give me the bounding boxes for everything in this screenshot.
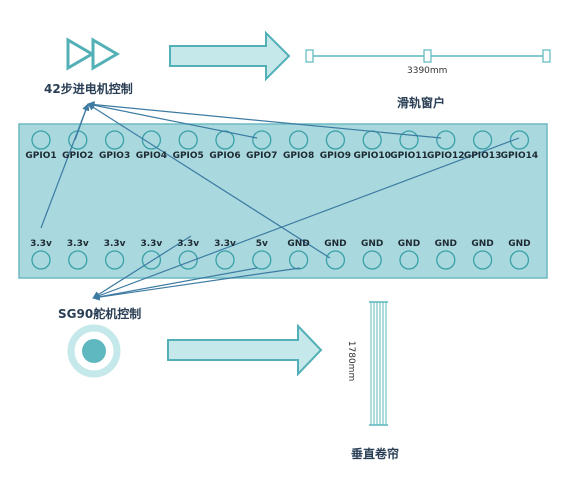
top-pin (141, 130, 162, 150)
top-pin-label: GPIO2 (62, 151, 94, 161)
window-direction-arrow (169, 30, 291, 82)
window-length-label: 3390mm (407, 66, 448, 76)
top-pin (436, 130, 456, 150)
wire-line (74, 103, 90, 141)
bottom-pin-label: 3.3v (66, 239, 89, 249)
window-rail-label: 滑轨窗户 (397, 96, 446, 110)
top-pin-label: GPIO1 (25, 151, 57, 161)
bottom-pin-label: 3.3v (103, 239, 126, 249)
top-pin-label: GPIO7 (246, 151, 278, 161)
servo-label: SG90舵机控制 (58, 307, 142, 321)
top-pin-label: GPIO14 (500, 151, 539, 161)
wire-line (92, 267, 258, 301)
bottom-pin (215, 250, 235, 270)
wires (40, 101, 520, 301)
bottom-pin (362, 250, 382, 270)
servo-ring-icon (67, 324, 121, 378)
top-pin-label: GPIO9 (319, 151, 352, 161)
top-pin (399, 130, 419, 150)
top-pin (215, 130, 235, 150)
bottom-pin-label: GND (397, 239, 421, 249)
top-pin-label: GPIO4 (135, 151, 168, 161)
top-pin-row (31, 130, 530, 150)
bottom-pin-label: GND (508, 239, 531, 249)
bottom-pin (436, 250, 456, 270)
top-pin-label: GPIO8 (282, 151, 315, 161)
bottom-pin (509, 250, 530, 270)
blind-length-label: 1780mm (346, 340, 357, 382)
blind-label: 垂直卷帘 (351, 447, 400, 461)
top-pin (104, 130, 125, 150)
top-pin (325, 130, 346, 150)
window-rail (305, 49, 551, 63)
bottom-pin-label: GND (287, 239, 310, 249)
top-pin (288, 130, 309, 150)
wire-line (92, 235, 192, 299)
bottom-pin (141, 250, 162, 270)
blind-direction-arrow (167, 323, 323, 377)
bottom-pin (252, 250, 272, 270)
wire-line (87, 101, 258, 139)
wire-line (92, 267, 301, 301)
top-pin (362, 130, 382, 150)
bottom-pin-label: 3.3v (140, 239, 163, 249)
top-pin (509, 130, 530, 150)
top-pin-label: GPIO11 (390, 151, 428, 161)
top-pin-label: GPIO13 (463, 151, 502, 161)
bottom-pin (399, 250, 419, 270)
bottom-pin-label: GND (361, 239, 384, 249)
bottom-pin (288, 250, 309, 270)
top-pin (178, 130, 198, 150)
top-pin (472, 130, 493, 150)
bottom-pin-label: 3.3v (30, 239, 52, 249)
bottom-pin-label: GND (471, 239, 494, 249)
top-pin-label: GPIO3 (98, 151, 131, 161)
gpio-board (18, 123, 548, 279)
bottom-pin (31, 250, 51, 270)
bottom-pin-label: 3.3v (177, 239, 200, 249)
bottom-pin (325, 250, 346, 270)
bottom-pin (472, 250, 493, 270)
bottom-pin-label: 3.3v (214, 239, 236, 249)
bottom-pin-row (31, 250, 530, 270)
bottom-pin-label: GND (324, 239, 347, 249)
stepper-label: 42步进电机控制 (44, 82, 133, 96)
bottom-pin (68, 250, 88, 270)
wire-line (87, 101, 442, 139)
top-pin-label: GPIO12 (427, 151, 465, 161)
wire-line (92, 137, 520, 300)
bottom-pin-label: GND (434, 239, 457, 249)
top-pin-label: GPIO10 (353, 151, 391, 161)
wire-line (87, 103, 331, 259)
top-pin (31, 130, 51, 150)
top-pin-label: GPIO6 (209, 151, 241, 161)
double-play-icon (66, 37, 120, 71)
bottom-pin (104, 250, 125, 270)
bottom-pin-label: 5v (255, 239, 268, 249)
top-pin-label: GPIO5 (172, 151, 204, 161)
vertical-blind (369, 301, 388, 426)
top-pin (252, 130, 272, 150)
